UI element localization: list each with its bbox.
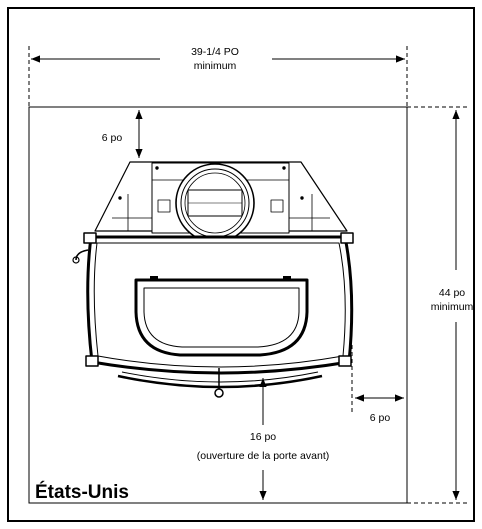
side-clearance-label: 6 po [370, 412, 391, 424]
depth-label: 44 po [439, 287, 465, 299]
stove-top-view [72, 161, 354, 398]
depth-label-minimum: minimum [431, 301, 474, 313]
region-label: États-Unis [35, 481, 129, 503]
floor-protector [28, 106, 408, 504]
width-label-minimum: minimum [194, 60, 237, 72]
front-clearance-label-detail: (ouverture de la porte avant) [197, 450, 330, 462]
width-label: 39-1/4 PO [191, 46, 239, 58]
outer-frame [7, 7, 475, 522]
front-clearance-label: 16 po [250, 431, 276, 443]
extension-lines [28, 46, 470, 504]
top-clearance-label: 6 po [102, 132, 123, 144]
